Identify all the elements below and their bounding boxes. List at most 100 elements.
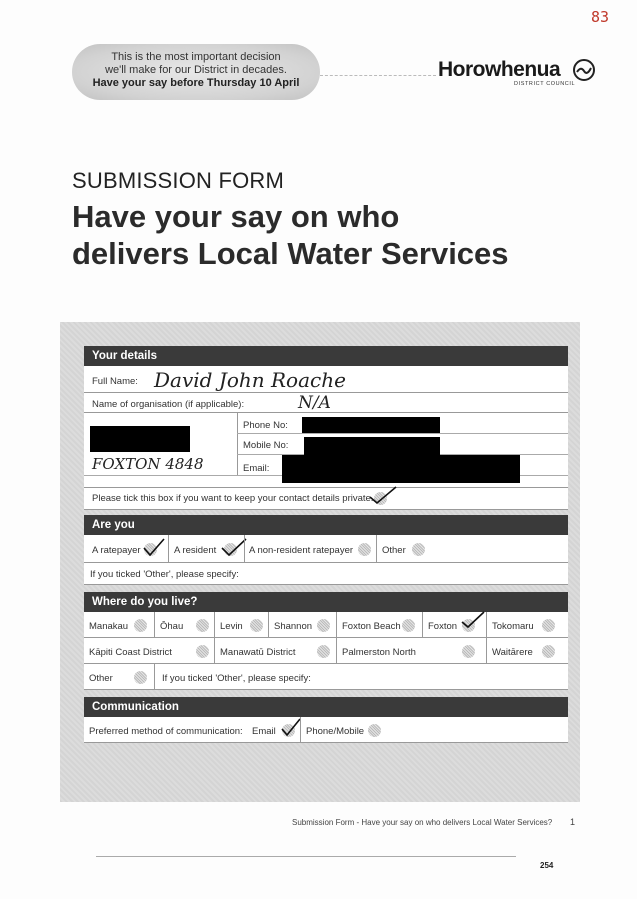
full-name-label: Full Name: [92, 376, 138, 387]
mobile-label: Mobile No: [243, 440, 289, 451]
bottom-rule [96, 856, 516, 857]
location-foxton-beach-label: Foxton Beach [342, 621, 401, 632]
banner-divider [320, 75, 436, 76]
deadline-banner: This is the most important decision we'l… [72, 44, 320, 100]
ratepayer-tick-icon [143, 538, 165, 557]
are-you-options-row: A ratepayer A resident A non-resident ra… [84, 535, 568, 563]
title-line-2: delivers Local Water Services [72, 236, 509, 271]
option-resident-label: A resident [174, 545, 217, 556]
location-divider [154, 612, 155, 638]
full-name-value[interactable]: David John Roache [154, 368, 346, 392]
location-tokomaru-checkbox[interactable] [542, 619, 555, 632]
option-non-resident-label: A non-resident ratepayer [249, 545, 354, 556]
redacted-mobile [304, 437, 440, 455]
council-logo-sub: DISTRICT COUNCIL [514, 81, 576, 87]
options-divider [244, 535, 245, 563]
locations-row-2: Kāpiti Coast District Manawatū District … [84, 638, 568, 664]
location-other-row: Other If you ticked 'Other', please spec… [84, 664, 568, 690]
redacted-email [282, 455, 520, 483]
organisation-row[interactable]: Name of organisation (if applicable): N/… [84, 393, 568, 413]
are-you-specify-row[interactable]: If you ticked 'Other', please specify: [84, 563, 568, 585]
location-levin-checkbox[interactable] [250, 619, 263, 632]
option-ratepayer-label: A ratepayer [92, 545, 141, 556]
option-non-resident-checkbox[interactable] [358, 543, 371, 556]
page-number: 83 [590, 8, 609, 26]
banner-line-1: This is the most important decision [111, 51, 281, 63]
location-foxton-label: Foxton [428, 621, 458, 632]
location-palmerston-checkbox[interactable] [462, 645, 475, 658]
location-manakau-label: Manakau [89, 621, 129, 632]
location-manawatu-label: Manawatū District [220, 647, 296, 658]
location-divider [486, 638, 487, 664]
location-specify-label[interactable]: If you ticked 'Other', please specify: [162, 673, 311, 684]
option-other-label: Other [382, 545, 406, 556]
location-kapiti-checkbox[interactable] [196, 645, 209, 658]
location-foxton-beach-checkbox[interactable] [402, 619, 415, 632]
location-shannon-label: Shannon [274, 621, 313, 632]
section-where-live: Where do you live? [84, 592, 568, 612]
location-divider [214, 638, 215, 664]
location-tokomaru-label: Tokomaru [492, 621, 534, 632]
location-manakau-checkbox[interactable] [134, 619, 147, 632]
phone-label: Phone No: [243, 420, 288, 431]
privacy-tick-icon [369, 486, 397, 505]
phone-divider [237, 433, 568, 434]
footer-text: Submission Form - Have your say on who d… [292, 818, 553, 827]
section-are-you: Are you [84, 515, 568, 535]
location-manawatu-checkbox[interactable] [317, 645, 330, 658]
locations-row-1: Manakau Ōhau Levin Shannon Foxton Beach … [84, 611, 568, 638]
options-divider [376, 535, 377, 563]
privacy-row[interactable]: Please tick this box if you want to keep… [84, 486, 568, 510]
resident-tick-icon [221, 538, 247, 557]
communication-divider [300, 717, 301, 743]
contact-divider [237, 413, 238, 475]
location-other-label: Other [89, 673, 113, 684]
communication-phone-label: Phone/Mobile [306, 726, 365, 737]
form-type-title: SUBMISSION FORM [72, 168, 285, 193]
redacted-address [90, 426, 190, 452]
are-you-specify-label: If you ticked 'Other', please specify: [90, 569, 239, 580]
section-your-details: Your details [84, 346, 568, 366]
organisation-label: Name of organisation (if applicable): [92, 399, 245, 410]
option-other-checkbox[interactable] [412, 543, 425, 556]
location-divider [422, 612, 423, 638]
location-waitarere-checkbox[interactable] [542, 645, 555, 658]
bottom-page-number: 254 [540, 861, 554, 870]
contact-block: FOXTON 4848 Phone No: Mobile No: Email: [84, 413, 568, 488]
full-name-row[interactable]: Full Name: David John Roache [84, 366, 568, 393]
council-logo-name: Horowhenua [438, 58, 561, 81]
banner-line-2: we'll make for our District in decades. [105, 64, 287, 76]
communication-row: Preferred method of communication: Email… [84, 717, 568, 743]
banner-line-3: Have your say before Thursday 10 April [92, 77, 300, 89]
location-divider [336, 612, 337, 638]
location-divider [336, 638, 337, 664]
location-divider [268, 612, 269, 638]
location-divider [214, 612, 215, 638]
location-divider [486, 612, 487, 638]
options-divider [168, 535, 169, 563]
privacy-label: Please tick this box if you want to keep… [92, 493, 374, 504]
location-ohau-checkbox[interactable] [196, 619, 209, 632]
title-line-1: Have your say on who [72, 199, 400, 234]
footer-page: 1 [570, 817, 576, 827]
communication-phone-checkbox[interactable] [368, 724, 381, 737]
foxton-tick-icon [461, 611, 485, 629]
location-levin-label: Levin [220, 621, 243, 632]
address-town-value[interactable]: FOXTON 4848 [92, 455, 204, 473]
location-palmerston-label: Palmerston North [342, 647, 416, 658]
council-logo-icon [573, 59, 595, 81]
location-other-checkbox[interactable] [134, 671, 147, 684]
email-label: Email: [243, 463, 270, 474]
communication-pref-label: Preferred method of communication: [89, 726, 243, 737]
location-ohau-label: Ōhau [160, 621, 184, 632]
location-divider [154, 664, 155, 690]
location-waitarere-label: Waitārere [492, 647, 533, 658]
organisation-value[interactable]: N/A [298, 393, 331, 413]
redacted-phone [302, 417, 440, 433]
email-tick-icon [281, 718, 301, 737]
communication-email-label: Email [252, 726, 276, 737]
location-kapiti-label: Kāpiti Coast District [89, 647, 172, 658]
location-shannon-checkbox[interactable] [317, 619, 330, 632]
page-title: Have your say on who delivers Local Wate… [72, 198, 509, 272]
section-communication: Communication [84, 697, 568, 717]
